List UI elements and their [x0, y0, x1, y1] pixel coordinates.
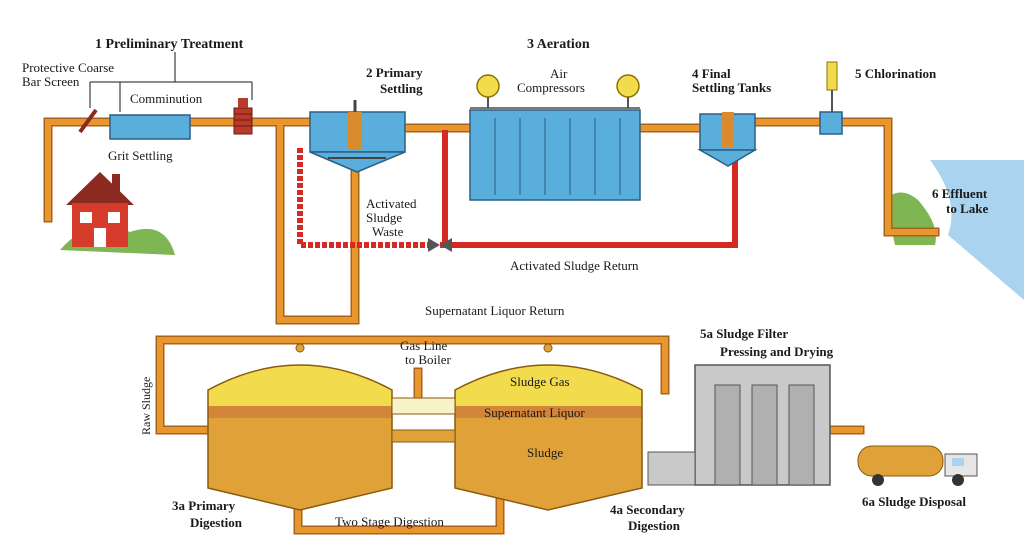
label-chlorination: 5 Chlorination: [855, 66, 937, 81]
sludge-filter-building: [647, 364, 831, 486]
label-protective-screen-1: Protective Coarse: [22, 60, 114, 75]
house-icon: [66, 172, 134, 247]
label-primary-digestion-2: Digestion: [190, 515, 243, 530]
bar-screen: [78, 108, 98, 134]
label-comminution: Comminution: [130, 91, 203, 106]
secondary-digester: [454, 343, 643, 511]
label-air-compressors-1: Air: [550, 66, 568, 81]
label-grit-settling: Grit Settling: [108, 148, 173, 163]
primary-settling-tank: [309, 100, 406, 173]
label-sludge: Sludge: [527, 445, 563, 460]
label-air-compressors-2: Compressors: [517, 80, 585, 95]
label-effluent-2: to Lake: [946, 201, 988, 216]
label-sludge-disposal: 6a Sludge Disposal: [862, 494, 966, 509]
air-compressor-left-icon: [476, 74, 500, 108]
final-settling-tank: [697, 112, 758, 167]
lake: [930, 160, 1024, 300]
label-supernatant-return: Supernatant Liquor Return: [425, 303, 565, 318]
label-activated-waste-3: Waste: [372, 224, 404, 239]
label-final-settling-1: 4 Final: [692, 66, 731, 81]
label-primary-digestion-1: 3a Primary: [172, 498, 236, 513]
label-sludge-gas: Sludge Gas: [510, 374, 570, 389]
label-activated-waste-2: Sludge: [366, 210, 402, 225]
digester-connector-lower: [391, 429, 456, 443]
label-gas-line-2: to Boiler: [405, 352, 452, 367]
lake-shore: [885, 192, 936, 245]
label-filter-1: 5a Sludge Filter: [700, 326, 788, 341]
label-primary-settling-1: 2 Primary: [366, 65, 423, 80]
return-sludge-pipes: [297, 130, 738, 248]
comminutor: [233, 98, 253, 135]
label-filter-2: Pressing and Drying: [720, 344, 834, 359]
air-compressor-right-icon: [616, 74, 640, 108]
waste-valve-icon: [428, 238, 452, 252]
label-final-settling-2: Settling Tanks: [692, 80, 771, 95]
label-secondary-digestion-2: Digestion: [628, 518, 681, 533]
label-raw-sludge: Raw Sludge: [139, 377, 153, 435]
aeration-tank: [469, 107, 641, 201]
label-gas-line-1: Gas Line: [400, 338, 448, 353]
label-two-stage: Two Stage Digestion: [335, 514, 444, 529]
label-activated-waste-1: Activated: [366, 196, 417, 211]
label-primary-settling-2: Settling: [380, 81, 423, 96]
grit-chamber: [109, 114, 191, 140]
digester-connector: [391, 397, 456, 415]
chlorination-unit: [819, 61, 843, 135]
sludge-truck-icon: [857, 445, 978, 486]
label-effluent-1: 6 Effluent: [932, 186, 988, 201]
primary-digester: [207, 343, 393, 511]
label-protective-screen-2: Bar Screen: [22, 74, 80, 89]
label-secondary-digestion-1: 4a Secondary: [610, 502, 685, 517]
label-activated-return: Activated Sludge Return: [510, 258, 639, 273]
label-supernatant-liquor: Supernatant Liquor: [484, 405, 585, 420]
label-aeration: 3 Aeration: [527, 37, 590, 52]
label-preliminary-treatment: 1 Preliminary Treatment: [95, 37, 244, 52]
